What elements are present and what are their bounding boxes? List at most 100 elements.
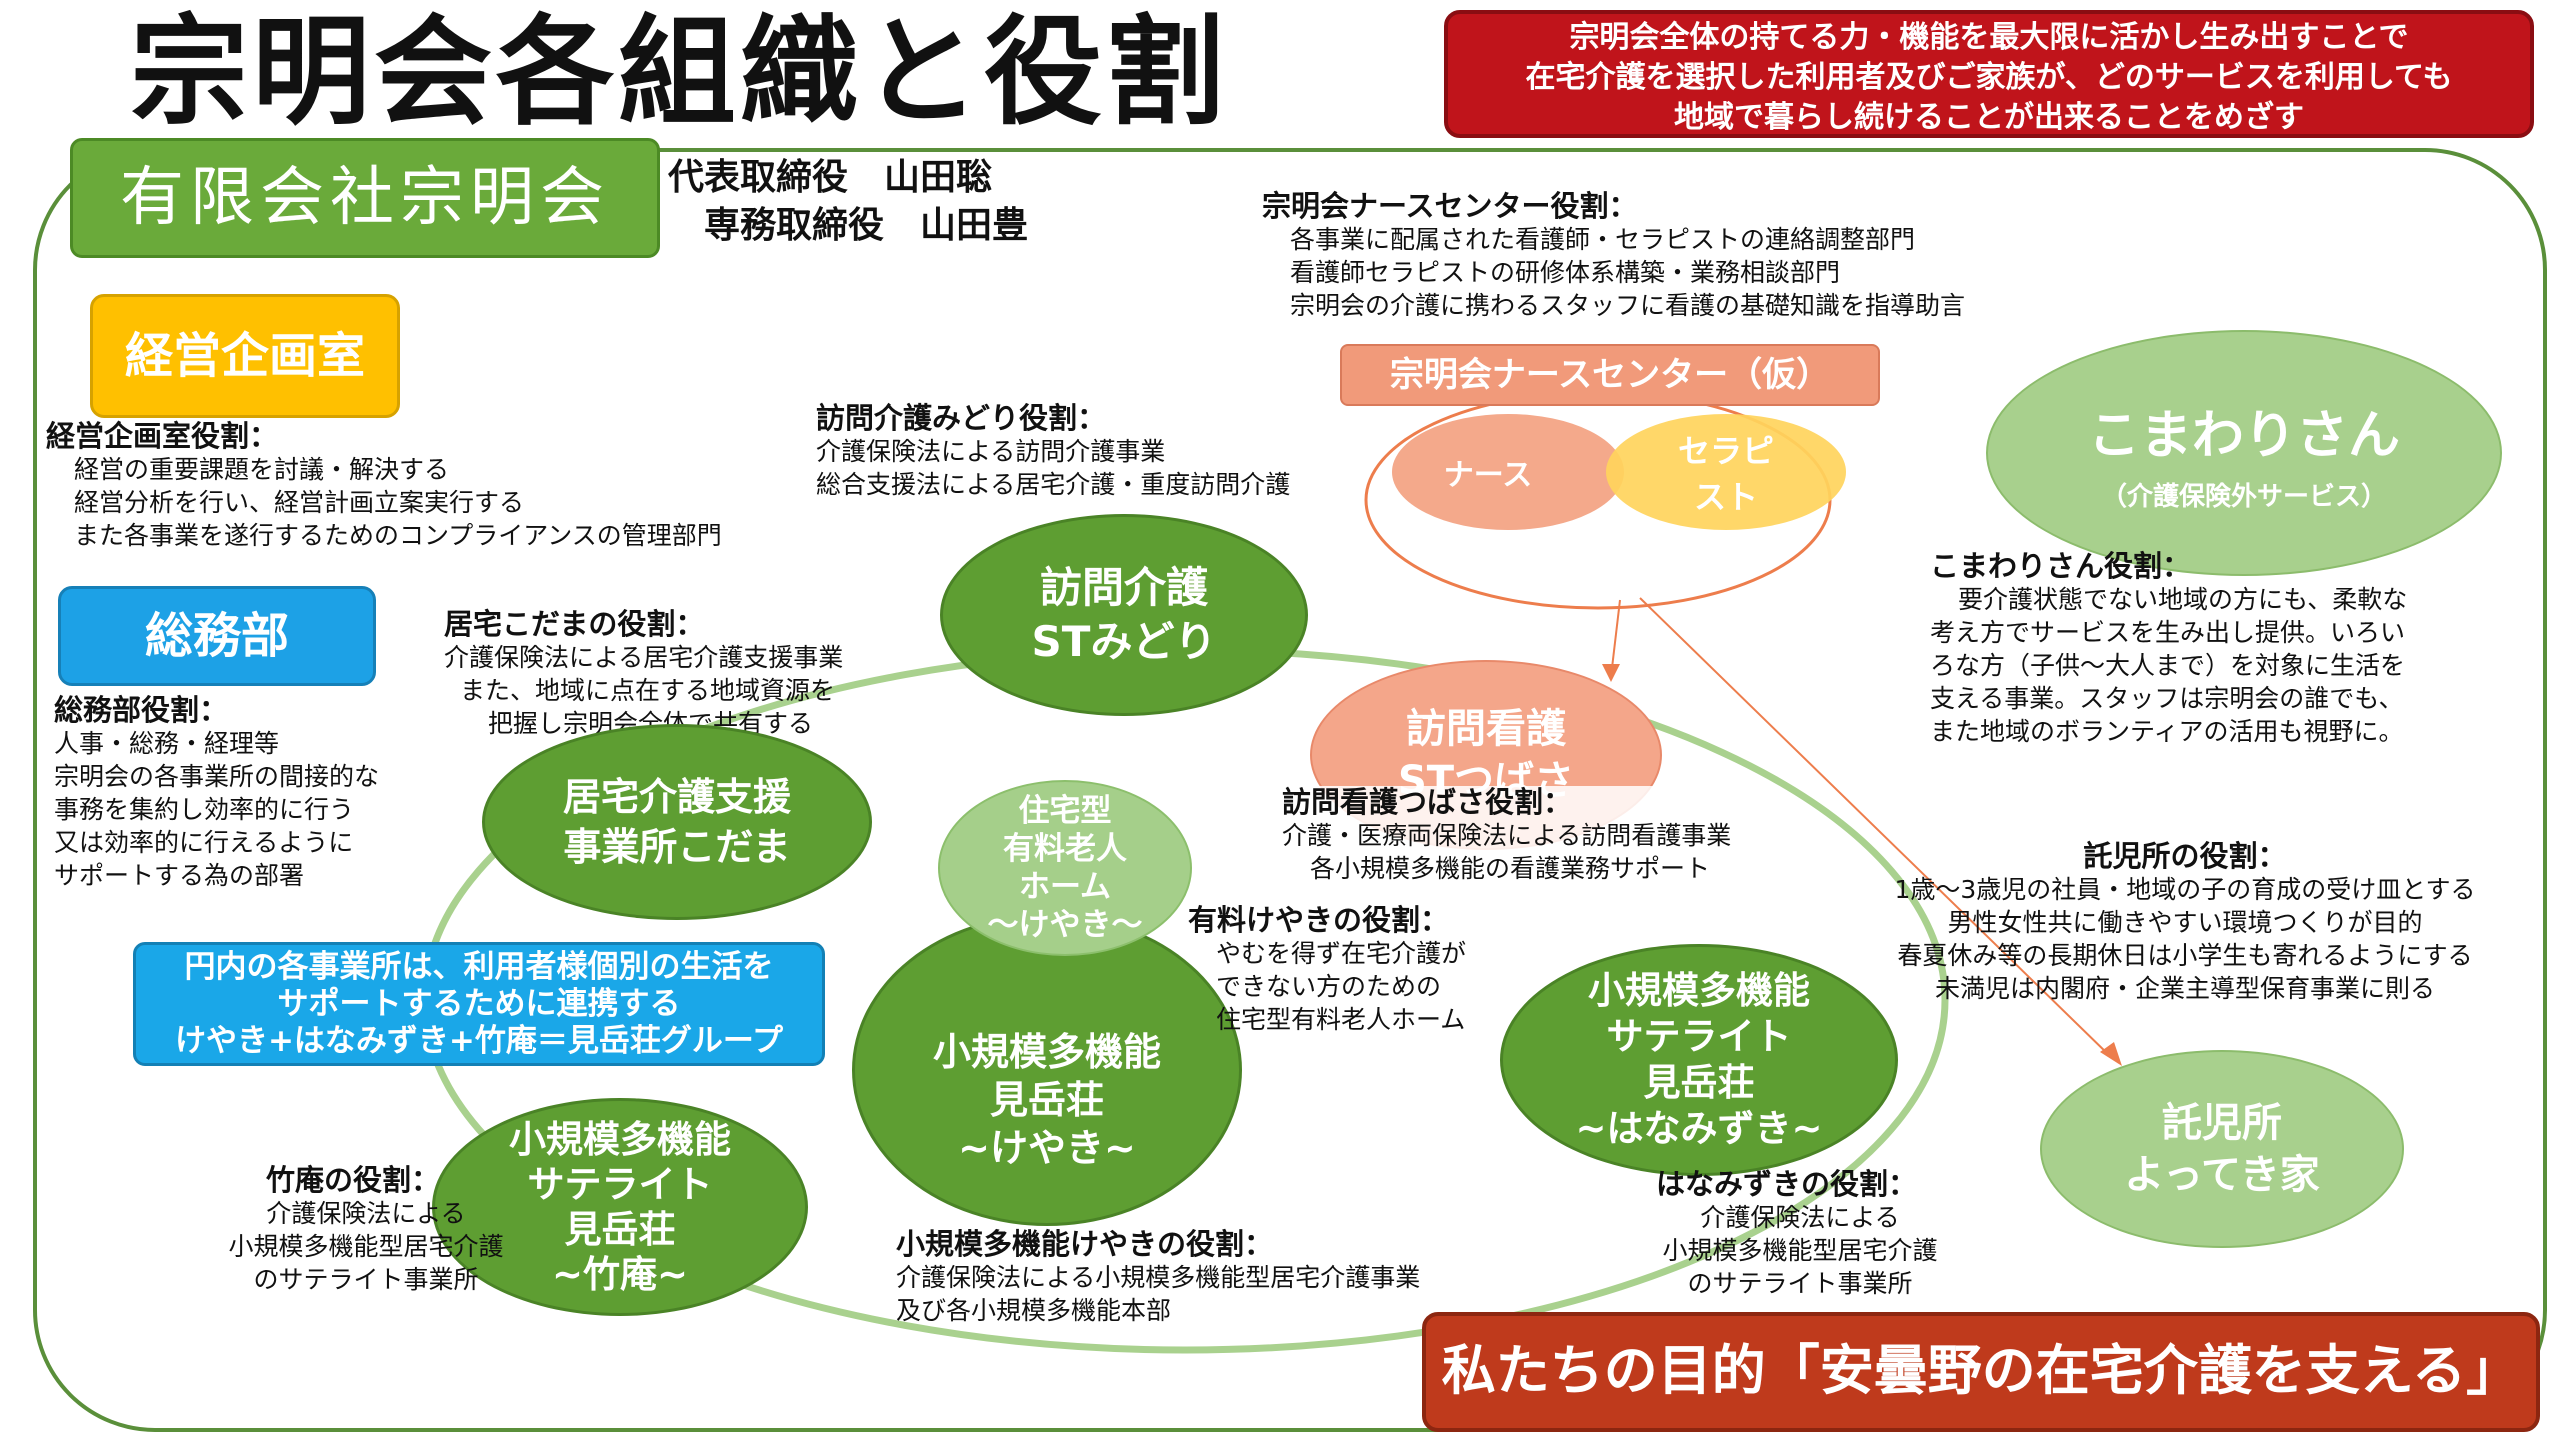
therapist-bubble: セラピ スト (1606, 414, 1846, 530)
chikuan-name: 見岳荘 (564, 1208, 676, 1251)
general-affairs-box: 総務部 (58, 586, 376, 686)
role-line: 介護保険法による (266, 1199, 466, 1228)
chikuan-name: ~竹庵~ (551, 1253, 688, 1296)
nursing-home-roles: 有料けやきの役割： やむを得ず在宅介護が できない方のための 住宅型有料老人ホー… (1188, 904, 1466, 1036)
komawari-roles: こまわりさん役割： 要介護状態でない地域の方にも、柔軟な 考え方でサービスを生み… (1930, 550, 2407, 748)
role-line: ろな方（子供〜大人まで）を対象に生活を (1930, 651, 2406, 680)
role-line: 介護保険法による訪問介護事業 (816, 437, 1166, 466)
general-roles: 総務部役割： 人事・総務・経理等 宗明会の各事業所の間接的な 事務を集約し効率的… (54, 694, 379, 892)
komawari-role-title: こまわりさん役割： (1930, 549, 2192, 583)
tsubasa-roles: 訪問看護つばさ役割： 介護・医療両保険法による訪問看護事業 各小規模多機能の看護… (1282, 785, 1732, 885)
chikuan-role-title: 竹庵の役割： (266, 1163, 441, 1197)
nursery-role-title: 託児所の役割： (2083, 839, 2287, 873)
hanamizuki-roles: はなみずきの役割： 介護保険法による 小規模多機能型居宅介護 のサテライト事業所 (1640, 1168, 1960, 1300)
keyaki-name: ~けやき~ (958, 1126, 1136, 1170)
arrow-to-tsubasa (1611, 599, 1621, 669)
kodama-circle: 居宅介護支援 事業所こだま (482, 724, 872, 920)
company-name-box: 有限会社宗明会 (70, 138, 660, 258)
role-line: 介護保険法による (1700, 1203, 1900, 1232)
note-line: 円内の各事業所は、利用者様個別の生活を (184, 949, 774, 985)
komawari-circle: こまわりさん （介護保険外サービス） (1986, 330, 2502, 576)
page-title: 宗明会各組織と役割 (130, 3, 1229, 141)
planning-office-box: 経営企画室 (90, 294, 400, 418)
role-line: 介護保険法による居宅介護支援事業 (444, 643, 844, 672)
keyaki-name: 小規模多機能 (932, 1030, 1161, 1074)
role-line: 事務を集約し効率的に行う (54, 795, 355, 824)
chikuan-name: サテライト (527, 1163, 713, 1206)
chikuan-circle: 小規模多機能 サテライト 見岳荘 ~竹庵~ (432, 1098, 808, 1316)
role-line: 未満児は内閣府・企業主導型保育事業に則る (1934, 974, 2435, 1003)
midori-name: STみどり (1031, 617, 1217, 666)
kodama-roles: 居宅こだまの役割： 介護保険法による居宅介護支援事業 また、地域に点在する地域資… (444, 608, 843, 740)
role-line: また地域のボランティアの活用も視野に。 (1930, 717, 2404, 746)
mission-line: 在宅介護を選択した利用者及びご家族が、どのサービスを利用しても (1525, 60, 2453, 95)
keyaki-role-title: 小規模多機能けやきの役割： (896, 1227, 1274, 1261)
keyaki-circle: 小規模多機能 見岳荘 ~けやき~ (852, 914, 1242, 1226)
tsubasa-role-title: 訪問看護つばさ役割： (1282, 785, 1573, 819)
role-line: 及び各小規模多機能本部 (896, 1296, 1172, 1325)
role-line: また、地域に点在する地域資源を (460, 676, 836, 705)
nursing-home-name: ホーム (1018, 869, 1112, 905)
role-line: 人事・総務・経理等 (54, 729, 280, 758)
role-line: また各事業を遂行するためのコンプライアンスの管理部門 (74, 521, 722, 550)
note-line: けやき+はなみずき+竹庵＝見岳荘グループ (174, 1023, 784, 1059)
midori-name: 訪問介護 (1039, 563, 1208, 612)
role-line: のサテライト事業所 (1687, 1269, 1913, 1298)
general-role-title: 総務部役割： (54, 693, 229, 727)
group-note-box: 円内の各事業所は、利用者様個別の生活を サポートするために連携する けやき+はな… (133, 942, 825, 1066)
hanamizuki-name: 小規模多機能 (1588, 969, 1810, 1012)
role-line: 介護・医療両保険法による訪問看護事業 (1282, 821, 1732, 850)
nursing-home-name: 有料老人 (1003, 831, 1127, 867)
role-line: 小規模多機能型居宅介護 (228, 1232, 504, 1261)
hanamizuki-name: 見岳荘 (1643, 1061, 1755, 1104)
role-line: やむを得ず在宅介護が (1216, 939, 1467, 968)
planning-roles: 経営企画室役割： 経営の重要課題を討議・解決する 経営分析を行い、経営計画立案実… (46, 420, 722, 552)
outer-frame (33, 148, 2547, 1432)
komawari-name: こまわりさん (2087, 406, 2400, 466)
tsubasa-name: 訪問看護 (1406, 706, 1566, 752)
nursery-circle: 託児所 よってき家 (2040, 1050, 2404, 1248)
nursing-home-name: 住宅型 (1018, 793, 1112, 829)
nurse-bubble: ナース (1392, 414, 1624, 530)
planning-role-title: 経営企画室役割： (46, 419, 279, 453)
hanamizuki-name: サテライト (1606, 1015, 1792, 1058)
nurse-text: ナース (1443, 458, 1533, 493)
nurse-center-roles: 宗明会ナースセンター役割： 各事業に配属された看護師・セラピストの連絡調整部門 … (1262, 190, 1965, 322)
role-line: できない方のための (1216, 972, 1442, 1001)
kodama-name: 事業所こだま (563, 825, 791, 869)
role-line: 経営分析を行い、経営計画立案実行する (74, 488, 525, 517)
role-line: 看護師セラピストの研修体系構築・業務相談部門 (1290, 258, 1841, 287)
kodama-name: 居宅介護支援 (562, 775, 791, 819)
role-line: 宗明会の介護に携わるスタッフに看護の基礎知識を指導助言 (1290, 291, 1966, 320)
purpose-box: 私たちの目的「安曇野の在宅介護を支える」 (1422, 1312, 2540, 1432)
midori-roles: 訪問介護みどり役割： 介護保険法による訪問介護事業 総合支援法による居宅介護・重… (816, 402, 1290, 501)
role-line: 1歳〜3歳児の社員・地域の子の育成の受け皿とする (1894, 875, 2476, 904)
nursing-home-circle: 住宅型 有料老人 ホーム 〜けやき〜 (938, 780, 1192, 956)
role-line: 男性女性共に働きやすい環境つくりが目的 (1947, 908, 2423, 937)
midori-role-title: 訪問介護みどり役割： (816, 401, 1107, 435)
kodama-role-title: 居宅こだまの役割： (444, 607, 705, 641)
arrow-head-nursery (2100, 1042, 2122, 1066)
midori-circle: 訪問介護 STみどり (940, 514, 1308, 716)
mission-line: 地域で暮らし続けることが出来ることをめざす (1674, 100, 2304, 135)
role-line: 総合支援法による居宅介護・重度訪問介護 (816, 470, 1291, 499)
role-line: 宗明会の各事業所の間接的な (54, 762, 380, 791)
role-line: サポートする為の部署 (54, 861, 305, 890)
mission-line: 宗明会全体の持てる力・機能を最大限に活かし生み出すことで (1569, 20, 2409, 55)
keyaki-name: 見岳荘 (989, 1078, 1104, 1122)
role-line: 小規模多機能型居宅介護 (1662, 1236, 1938, 1265)
executive-md: 専務取締役 山田豊 (704, 205, 1029, 246)
note-line: サポートするために連携する (277, 986, 681, 1022)
role-line: 住宅型有料老人ホーム (1216, 1005, 1466, 1034)
nursing-home-role-title: 有料けやきの役割： (1188, 903, 1450, 937)
role-line: 各小規模多機能の看護業務サポート (1310, 854, 1711, 883)
executive-ceo: 代表取締役 山田聡 (668, 157, 993, 198)
nurse-center-label: 宗明会ナースセンター（仮） (1340, 344, 1880, 406)
role-line: 経営の重要課題を討議・解決する (74, 455, 450, 484)
role-line: のサテライト事業所 (253, 1265, 479, 1294)
hanamizuki-circle: 小規模多機能 サテライト 見岳荘 ~はなみずき~ (1500, 944, 1898, 1176)
nursery-roles: 託児所の役割： 1歳〜3歳児の社員・地域の子の育成の受け皿とする 男性女性共に働… (1860, 840, 2510, 1005)
hanamizuki-role-title: はなみずきの役割： (1656, 1167, 1918, 1201)
arrow-to-nursery (1639, 597, 2113, 1059)
nursing-home-name: 〜けやき〜 (987, 907, 1143, 943)
